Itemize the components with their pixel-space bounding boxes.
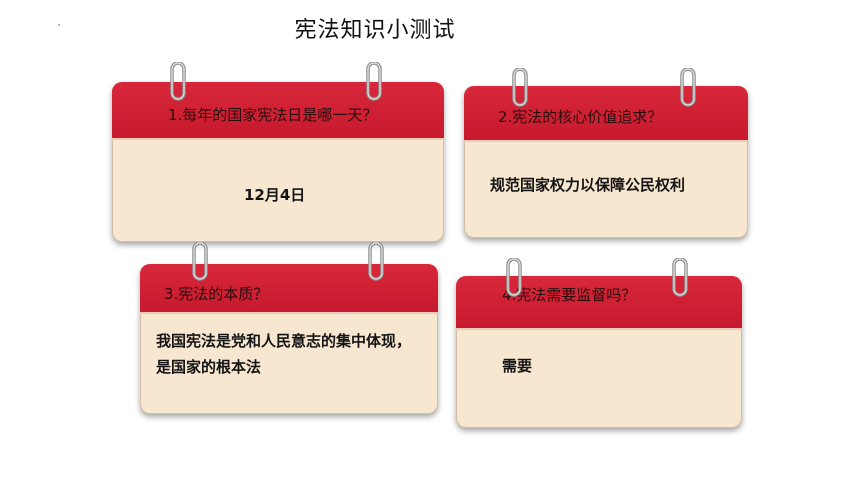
binder-ring-icon xyxy=(366,62,382,101)
decorative-dot xyxy=(58,24,60,26)
binder-ring-icon xyxy=(512,68,528,107)
card-header xyxy=(140,264,438,314)
binder-ring-icon xyxy=(192,242,208,281)
card-answer: 12月4日 xyxy=(244,186,306,204)
card-header xyxy=(456,276,742,330)
binder-ring-icon xyxy=(680,68,696,107)
card-question: 1.每年的国家宪法日是哪一天？ xyxy=(168,106,378,124)
card-answer: 需要 xyxy=(502,357,533,375)
card-answer: 规范国家权力以保障公民权利 xyxy=(490,176,686,194)
quiz-card-2: 2.宪法的核心价值追求？ 规范国家权力以保障公民权利 xyxy=(464,68,748,238)
quiz-card-4: 4.宪法需要监督吗？ 需要 xyxy=(456,258,742,428)
card-question: 3.宪法的本质？ xyxy=(164,285,269,303)
card-question: 2.宪法的核心价值追求？ xyxy=(498,108,663,126)
card-header xyxy=(112,82,444,140)
card-question: 4.宪法需要监督吗？ xyxy=(502,286,637,304)
binder-ring-icon xyxy=(368,242,384,281)
binder-ring-icon xyxy=(170,62,186,101)
card-answer: 我国宪法是党和人民意志的集中体现，是国家的根本法 xyxy=(156,332,412,376)
binder-ring-icon xyxy=(506,258,522,297)
quiz-card-3: 3.宪法的本质？ 我国宪法是党和人民意志的集中体现，是国家的根本法 xyxy=(140,242,438,414)
card-header xyxy=(464,86,748,142)
binder-ring-icon xyxy=(672,258,688,297)
quiz-card-1: 1.每年的国家宪法日是哪一天？ 12月4日 xyxy=(112,62,444,242)
page-title: 宪法知识小测试 xyxy=(294,18,456,43)
